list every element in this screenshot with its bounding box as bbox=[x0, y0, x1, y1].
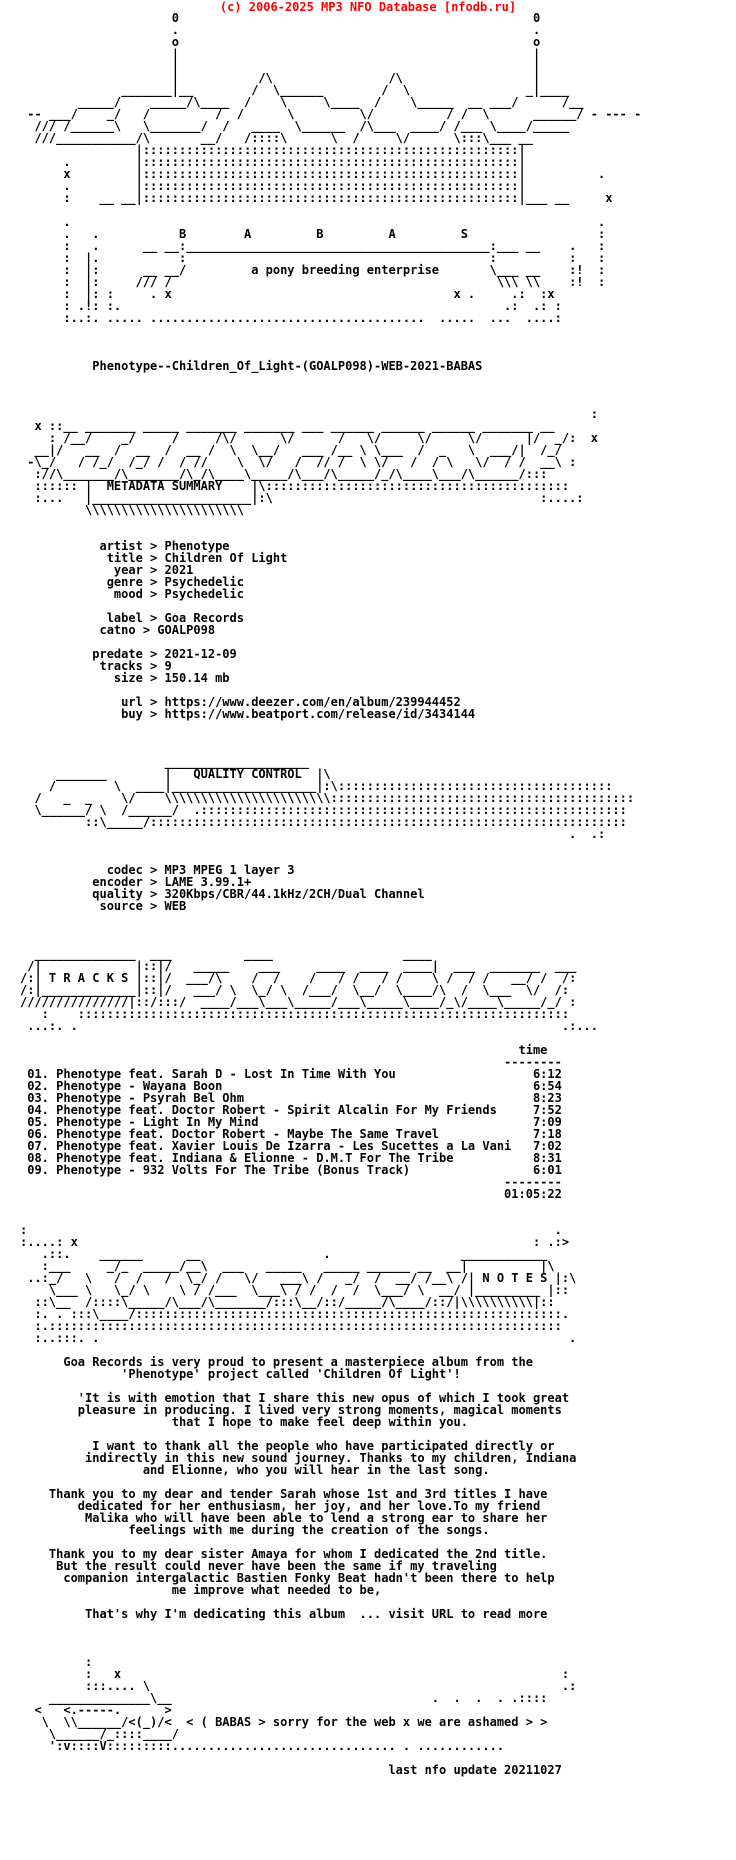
nfo-text: 0 0 . . o o bbox=[20, 11, 642, 1777]
nfodb-copyright-banner: (c) 2006-2025 MP3 NFO Database [nfodb.ru… bbox=[219, 0, 517, 14]
